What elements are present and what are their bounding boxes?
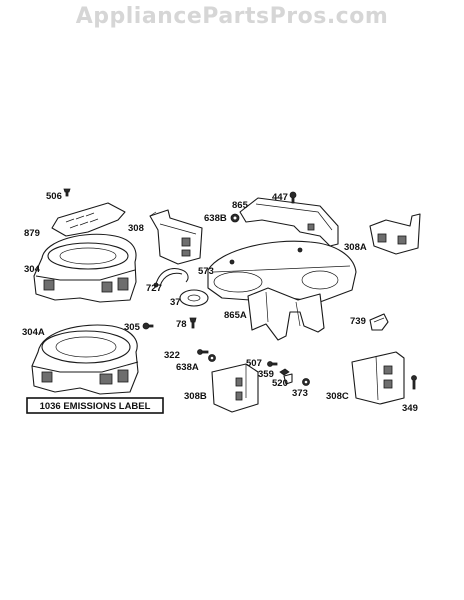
part-304-blower-housing (33, 233, 137, 303)
label-304A: 304A (22, 327, 45, 338)
watermark: AppliancePartsPros.com (75, 4, 389, 29)
part-865-bracket (239, 197, 339, 247)
label-308C: 308C (326, 391, 349, 402)
part-447-screw (289, 191, 297, 204)
label-359: 359 (258, 369, 274, 380)
label-304: 304 (24, 264, 41, 275)
part-349-screw (411, 375, 417, 390)
label-349: 349 (402, 403, 418, 414)
label-520: 520 (272, 378, 288, 389)
label-305: 305 (124, 322, 141, 333)
part-520-clip (283, 373, 293, 385)
part-727-wire (153, 268, 189, 288)
label-727: 727 (146, 283, 162, 294)
label-506: 506 (46, 191, 62, 202)
part-308-bracket (149, 209, 203, 265)
label-573: 573 (198, 266, 214, 277)
label-507: 507 (246, 358, 262, 369)
part-322-screw (197, 349, 209, 355)
label-322: 322 (164, 350, 180, 361)
label-308: 308 (128, 223, 144, 234)
part-573-baffle (207, 240, 357, 303)
emissions-label-box: 1036 EMISSIONS LABEL (26, 397, 164, 414)
part-638A-nut (208, 354, 216, 362)
part-507-screw (267, 361, 278, 367)
label-879: 879 (24, 228, 40, 239)
label-638B: 638B (204, 213, 227, 224)
part-308C-shield (351, 351, 405, 405)
part-865A-bracket (247, 287, 325, 341)
part-506-screw (63, 188, 71, 197)
label-78: 78 (176, 319, 187, 330)
part-308B-shield (211, 363, 259, 413)
part-37-ring (179, 289, 209, 307)
label-638A: 638A (176, 362, 199, 373)
part-78-screw (189, 317, 197, 329)
part-879-plate (51, 202, 126, 237)
label-865: 865 (232, 200, 249, 211)
label-447: 447 (272, 192, 288, 203)
label-37: 37 (170, 297, 181, 308)
part-638B-nut (230, 213, 240, 223)
label-308A: 308A (344, 242, 367, 253)
part-305-screw (142, 322, 154, 330)
part-373-nut (302, 378, 310, 386)
label-865A: 865A (224, 310, 247, 321)
part-308A-bracket (369, 213, 421, 255)
label-373: 373 (292, 388, 308, 399)
part-304A-blower-housing (31, 324, 139, 395)
part-359-washer (279, 368, 290, 376)
emissions-label-text: 1036 EMISSIONS LABEL (40, 401, 151, 412)
label-308B: 308B (184, 391, 207, 402)
part-739-clip (369, 313, 389, 331)
label-739: 739 (350, 316, 366, 327)
